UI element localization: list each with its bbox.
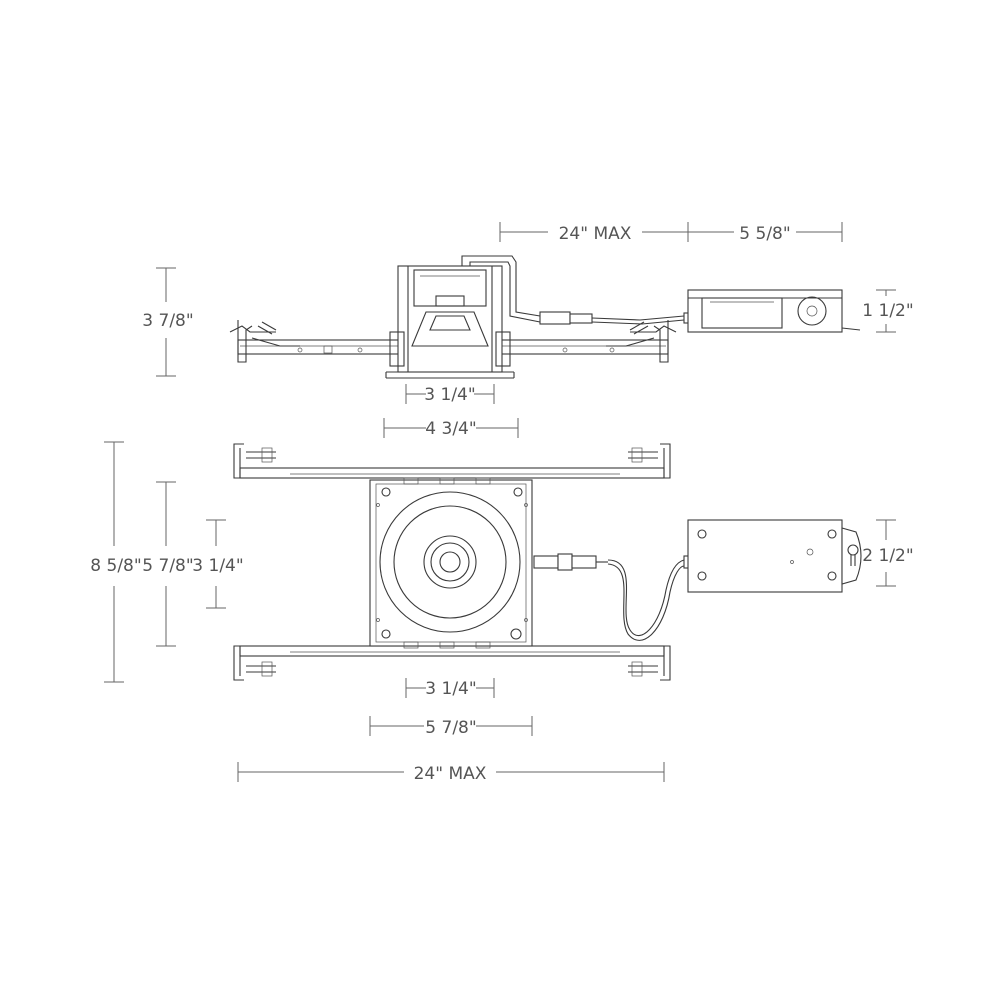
side-driver-height-label: 1 1/2" bbox=[862, 301, 913, 321]
plan-width-max-label: 24" MAX bbox=[414, 764, 487, 784]
plan-aperture-depth-label: 3 1/4" bbox=[192, 556, 243, 576]
plan-overall-depth-label: 8 5/8" bbox=[90, 556, 141, 576]
side-height-label: 3 7/8" bbox=[142, 311, 193, 331]
dimension-labels: 24" MAX 5 5/8" 3 7/8" 1 1/2" 3 1/4" 4 3/… bbox=[90, 224, 913, 784]
side-driver-length-label: 5 5/8" bbox=[739, 224, 790, 244]
plan-plate-depth-label: 5 7/8" bbox=[142, 556, 193, 576]
dimension-lines bbox=[104, 222, 896, 782]
plan-plate-width-label: 5 7/8" bbox=[425, 718, 476, 738]
plan-driver-depth-label: 2 1/2" bbox=[862, 546, 913, 566]
side-aperture-label: 3 1/4" bbox=[424, 385, 475, 405]
plan-aperture-width-label: 3 1/4" bbox=[425, 679, 476, 699]
side-housing-width-label: 4 3/4" bbox=[425, 419, 476, 439]
side-elevation-view bbox=[229, 255, 861, 379]
side-width-max-label: 24" MAX bbox=[559, 224, 632, 244]
plan-view bbox=[233, 443, 862, 681]
